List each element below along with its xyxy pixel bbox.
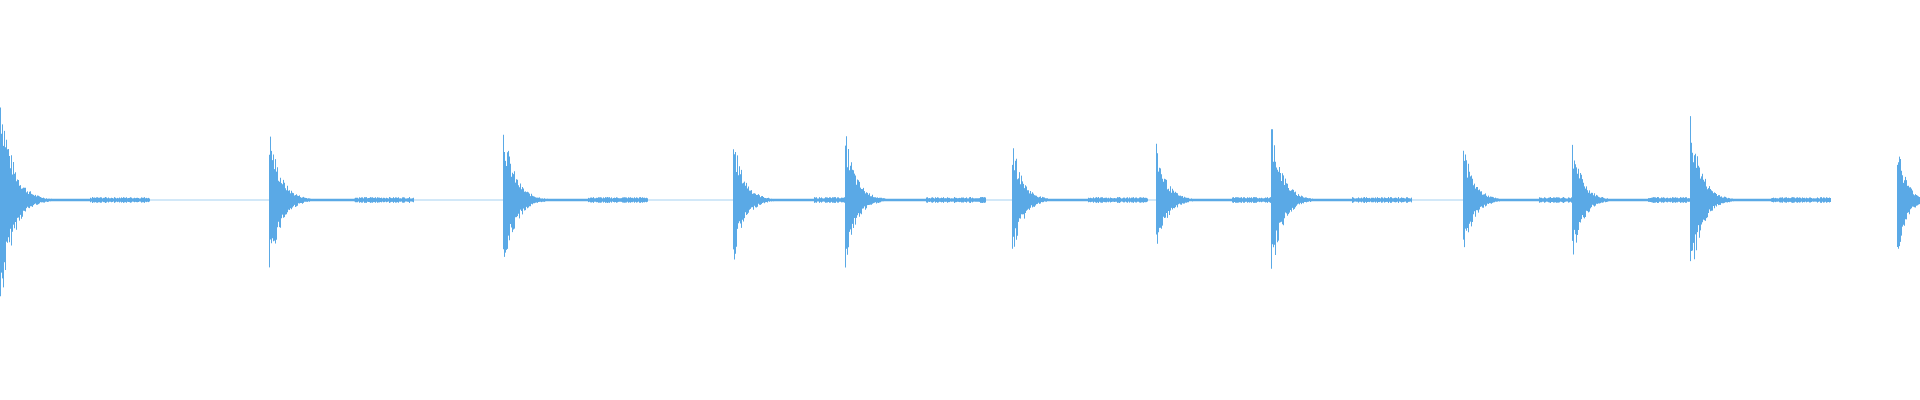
transient-6 [1012,148,1148,249]
transient-2 [269,136,414,268]
transient-1 [0,107,150,297]
transient-8 [1271,129,1412,269]
transient-body [503,134,648,257]
transient-body [1012,148,1148,249]
transient-body [1271,129,1412,269]
transient-10 [1572,144,1708,255]
transient-12 [1897,156,1920,249]
transient-body [1572,144,1708,255]
waveform-transients [0,107,1920,297]
transient-body [0,107,150,297]
transient-11 [1690,116,1831,262]
transient-body [845,136,986,268]
transient-5 [845,136,986,268]
transient-body [269,136,414,268]
transient-body [1690,116,1831,262]
transient-3 [503,134,648,257]
transient-body [1897,156,1920,249]
